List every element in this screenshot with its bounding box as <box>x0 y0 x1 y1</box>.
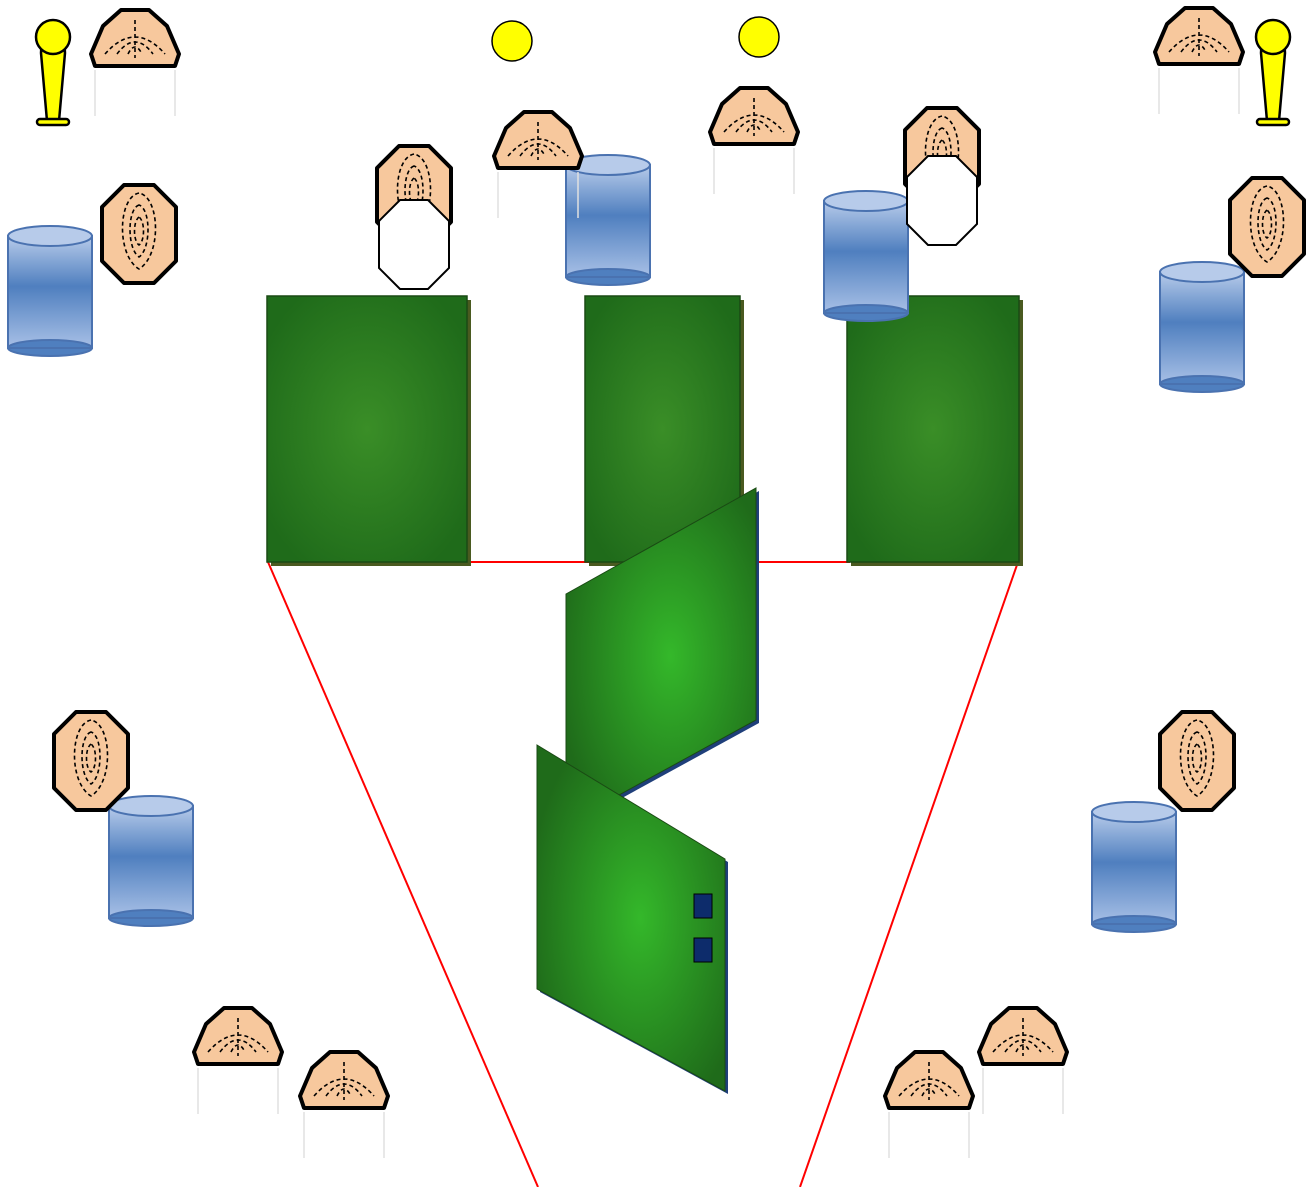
paper-target-bottom-left-1 <box>194 1008 282 1114</box>
octagon-target-left-lower <box>54 712 128 810</box>
barrel-right-upper <box>1160 262 1244 392</box>
no-shoot-right <box>907 156 977 245</box>
octagon-target-right-lower <box>1160 712 1234 810</box>
popper-left <box>36 20 70 125</box>
door-port-lower <box>694 938 712 962</box>
no-shoot-left <box>379 200 449 289</box>
octagon-target-right-upper <box>1230 178 1304 276</box>
wall-right <box>847 296 1023 566</box>
paper-target-top-left <box>91 10 179 116</box>
door-port-upper <box>694 894 712 918</box>
wall-left <box>267 296 471 566</box>
paper-target-bottom-right-2 <box>979 1008 1067 1114</box>
paper-target-top-right <box>1155 8 1243 114</box>
barrel-center-right <box>824 191 908 321</box>
popper-right <box>1256 20 1290 125</box>
steel-plate-right <box>739 17 779 57</box>
barrel-right-lower <box>1092 802 1176 932</box>
barrel-left-lower <box>109 796 193 926</box>
octagon-target-left-upper <box>102 185 176 283</box>
steel-plate-left <box>492 21 532 61</box>
barrel-left-upper <box>8 226 92 356</box>
paper-target-bottom-right-1 <box>885 1052 973 1158</box>
door-panel-lower <box>537 745 728 1094</box>
paper-target-center-right <box>710 88 798 194</box>
paper-target-bottom-left-2 <box>300 1052 388 1158</box>
